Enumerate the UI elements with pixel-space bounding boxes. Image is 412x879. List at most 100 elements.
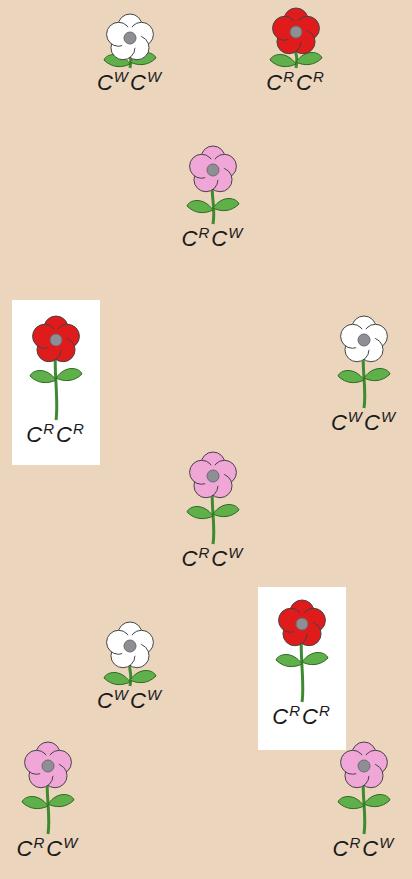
flower-body: [353, 755, 375, 777]
flower-body: [353, 329, 375, 351]
genotype-label: CRCW: [333, 836, 396, 864]
leaf: [30, 371, 56, 383]
leaf: [296, 53, 322, 65]
leaf: [364, 795, 390, 807]
genotype-label: CRCW: [182, 226, 245, 254]
flower-body: [119, 27, 141, 49]
leaf: [213, 199, 239, 211]
gene-letter: C: [182, 226, 198, 251]
flower-body: [119, 635, 141, 657]
flower-drawing: [98, 622, 162, 688]
flower-drawing: [181, 452, 245, 546]
allele-superscript: R: [349, 834, 360, 851]
gene-letter: C: [56, 422, 72, 447]
flower-center: [296, 618, 308, 630]
gene-letter: C: [211, 226, 227, 251]
flower: CRCW: [319, 742, 409, 864]
leaf: [276, 655, 302, 667]
flower-drawing: [264, 8, 328, 70]
gene-letter: C: [130, 70, 146, 95]
leaf: [187, 201, 213, 213]
flower-body: [37, 755, 59, 777]
flower-center: [207, 470, 219, 482]
flower-drawing: [98, 14, 162, 70]
leaf: [364, 369, 390, 381]
gene-letter: C: [182, 546, 198, 571]
flower-center: [290, 26, 302, 38]
highlighted-flower: CRCR: [12, 300, 100, 465]
flower-body: [202, 465, 224, 487]
allele-superscript: W: [381, 408, 395, 425]
flower: CWCW: [319, 316, 409, 438]
flower: CRCR: [251, 8, 341, 98]
leaf: [338, 797, 364, 809]
flower-body: [45, 329, 67, 351]
genotype-label: CRCW: [182, 546, 245, 574]
gene-letter: C: [302, 704, 318, 729]
allele-superscript: R: [289, 702, 300, 719]
leaf: [270, 55, 296, 67]
gene-letter: C: [272, 704, 288, 729]
allele-superscript: W: [379, 834, 393, 851]
allele-superscript: W: [63, 834, 77, 851]
genotype-label: CWCW: [97, 688, 163, 716]
flower: CWCW: [85, 622, 175, 716]
flower: CRCW: [168, 146, 258, 254]
flower-center: [50, 334, 62, 346]
flower-drawing: [270, 600, 334, 704]
flower-drawing: [181, 146, 245, 226]
gene-letter: C: [364, 410, 380, 435]
genotype-label: CWCW: [97, 70, 163, 98]
gene-letter: C: [266, 70, 282, 95]
gene-letter: C: [97, 70, 113, 95]
leaf: [338, 371, 364, 383]
gene-letter: C: [26, 422, 42, 447]
leaf: [56, 369, 82, 381]
flower: CWCW: [85, 14, 175, 98]
genotype-label: CWCW: [331, 410, 397, 438]
allele-superscript: W: [228, 544, 242, 561]
allele-superscript: R: [73, 420, 84, 437]
allele-superscript: W: [348, 408, 362, 425]
leaf: [187, 507, 213, 519]
gene-letter: C: [331, 410, 347, 435]
gene-letter: C: [130, 688, 146, 713]
genotype-label: CRCR: [26, 422, 85, 450]
stem: [55, 350, 57, 420]
gene-letter: C: [362, 836, 378, 861]
flower-drawing: [16, 742, 80, 836]
flower-center: [207, 164, 219, 176]
allele-superscript: W: [147, 686, 161, 703]
flower: CRCW: [3, 742, 93, 864]
flower-center: [124, 640, 136, 652]
flower-drawing: [332, 316, 396, 410]
allele-superscript: R: [313, 68, 324, 85]
allele-superscript: W: [147, 68, 161, 85]
flower-center: [358, 334, 370, 346]
genotype-label: CRCW: [17, 836, 80, 864]
allele-superscript: R: [198, 544, 209, 561]
genotype-label: CRCR: [266, 70, 325, 98]
leaf: [302, 653, 328, 665]
allele-superscript: W: [228, 224, 242, 241]
leaf: [48, 795, 74, 807]
flower-drawing: [332, 742, 396, 836]
allele-superscript: W: [114, 68, 128, 85]
leaf: [104, 673, 130, 685]
allele-superscript: R: [33, 834, 44, 851]
flower-center: [124, 32, 136, 44]
gene-letter: C: [333, 836, 349, 861]
allele-superscript: R: [319, 702, 330, 719]
gene-letter: C: [17, 836, 33, 861]
gene-letter: C: [97, 688, 113, 713]
leaf: [130, 671, 156, 683]
genotype-label: CRCR: [272, 704, 331, 732]
flower-center: [358, 760, 370, 772]
allele-superscript: R: [198, 224, 209, 241]
allele-superscript: W: [114, 686, 128, 703]
flower-center: [42, 760, 54, 772]
flower-body: [291, 613, 313, 635]
leaf: [22, 797, 48, 809]
flower-body: [202, 159, 224, 181]
flower-body: [285, 21, 307, 43]
